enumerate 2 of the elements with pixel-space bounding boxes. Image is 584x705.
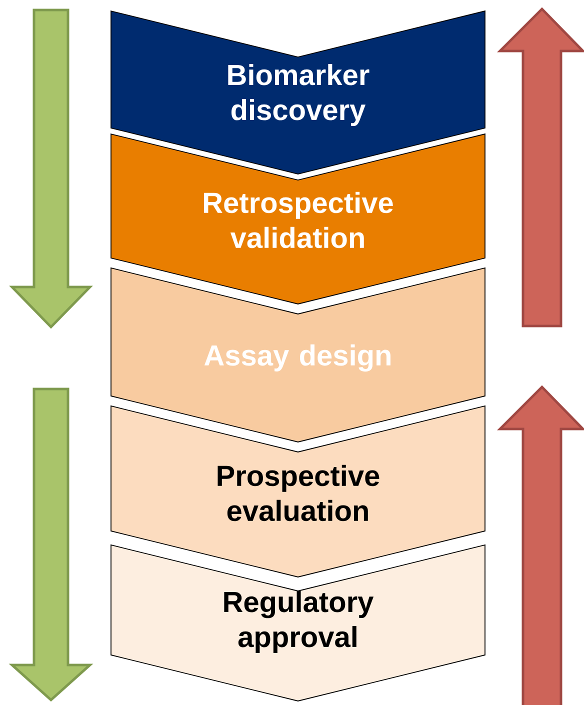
chevron-step: Regulatory approval [108, 542, 488, 704]
chevron-step: Prospective evaluation [108, 403, 488, 580]
